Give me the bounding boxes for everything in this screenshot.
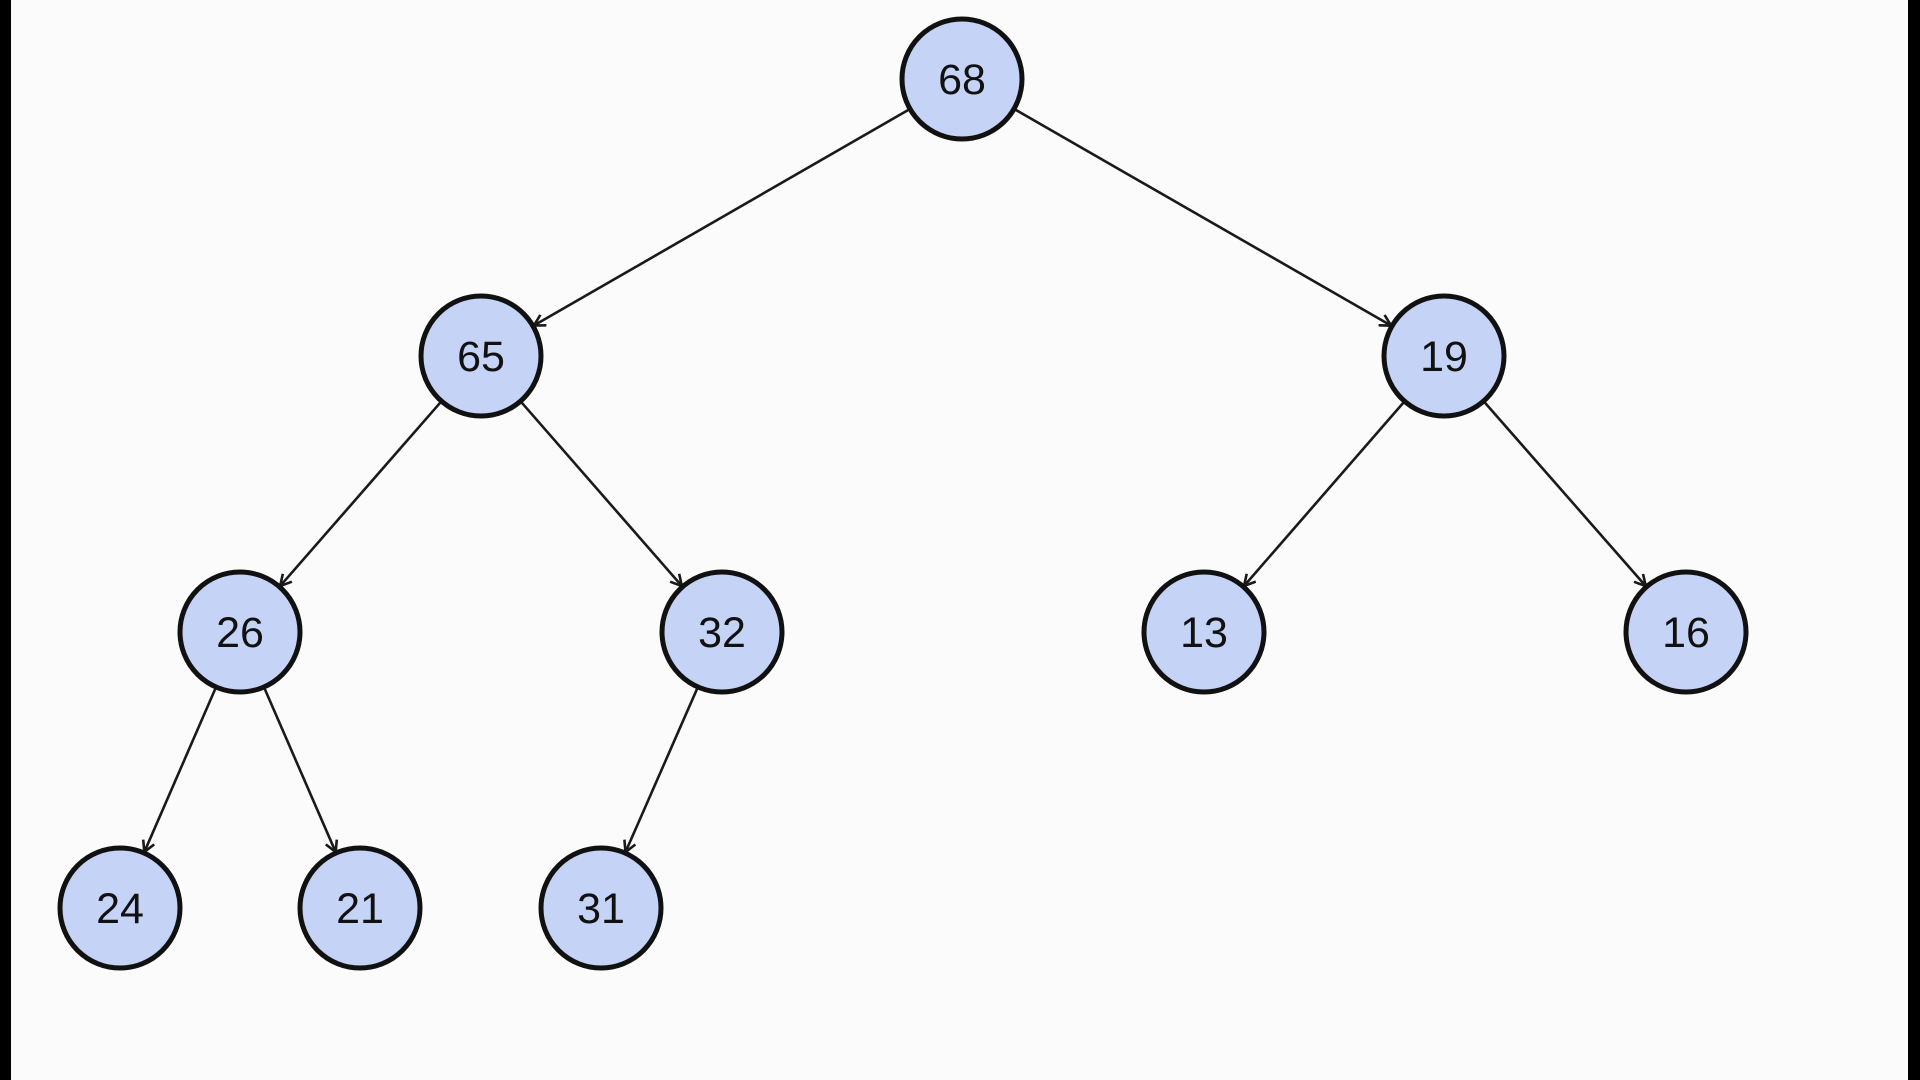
node-label: 65 [457, 333, 505, 381]
edge-26-to-24 [144, 686, 218, 852]
node-label: 21 [336, 885, 384, 933]
node-circle [1381, 293, 1507, 419]
tree-node-31: 31 [538, 845, 664, 971]
edge-65-to-32 [519, 400, 681, 586]
edge-68-to-65 [534, 107, 911, 326]
node-label: 32 [698, 609, 746, 657]
tree-node-68: 68 [899, 16, 1025, 142]
edge-26-to-21 [262, 686, 336, 852]
tree-node-24: 24 [57, 845, 183, 971]
node-circle [1141, 569, 1267, 695]
edge-19-to-16 [1482, 400, 1646, 586]
node-circle [659, 569, 785, 695]
node-label: 13 [1180, 609, 1228, 657]
node-circle [538, 845, 664, 971]
node-label: 19 [1420, 333, 1468, 381]
nodes-layer: 68 65 19 26 32 13 16 24 21 31 [57, 16, 1749, 971]
node-label: 31 [577, 885, 625, 933]
node-circle [177, 569, 303, 695]
edge-19-to-13 [1244, 400, 1406, 586]
node-label: 26 [216, 609, 264, 657]
tree-node-21: 21 [297, 845, 423, 971]
tree-node-19: 19 [1381, 293, 1507, 419]
node-label: 24 [96, 885, 144, 933]
tree-node-26: 26 [177, 569, 303, 695]
node-label: 68 [938, 56, 986, 104]
node-circle [57, 845, 183, 971]
tree-node-32: 32 [659, 569, 785, 695]
edges-layer [144, 107, 1646, 852]
tree-node-16: 16 [1623, 569, 1749, 695]
node-circle [297, 845, 423, 971]
node-label: 16 [1662, 609, 1710, 657]
edge-32-to-31 [625, 686, 700, 852]
node-circle [899, 16, 1025, 142]
tree-node-13: 13 [1141, 569, 1267, 695]
node-circle [1623, 569, 1749, 695]
node-circle [418, 293, 544, 419]
edge-68-to-19 [1013, 107, 1391, 326]
edge-65-to-26 [280, 400, 443, 586]
tree-node-65: 65 [418, 293, 544, 419]
